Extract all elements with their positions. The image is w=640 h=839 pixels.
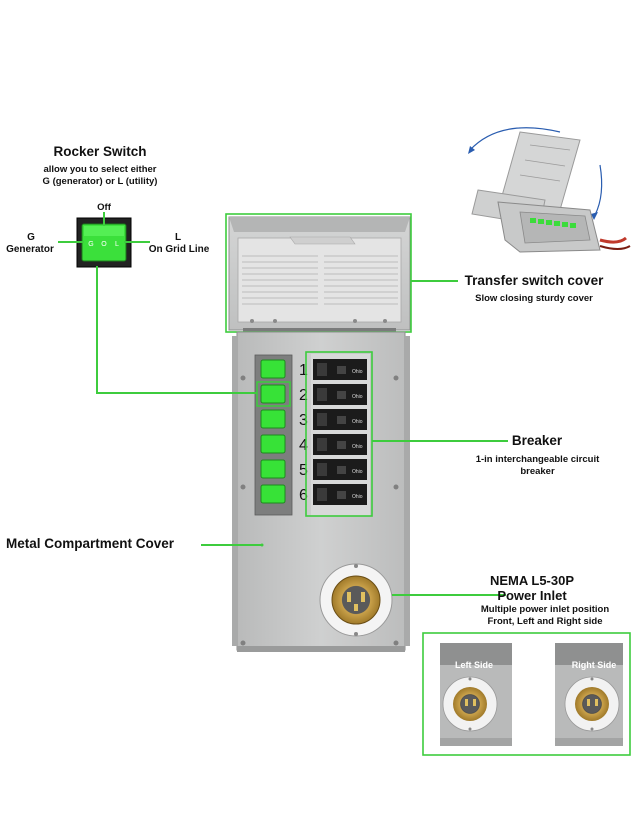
nema-inlet-title-2: Power Inlet bbox=[497, 588, 567, 603]
circuit-number-3: 3 bbox=[299, 412, 308, 429]
svg-text:Ohio: Ohio bbox=[352, 444, 363, 450]
breakers: Ohio Ohio Ohio Ohio Ohio bbox=[305, 351, 373, 517]
nema-inlet-desc-2: Front, Left and Right side bbox=[487, 616, 603, 627]
breaker-3: Ohio bbox=[313, 409, 367, 430]
breaker-desc-1: 1-in interchangeable circuit bbox=[475, 454, 600, 465]
right-side-label: Right Side bbox=[572, 660, 617, 670]
l-label: L bbox=[174, 232, 182, 243]
left-side-view: Left Side bbox=[440, 643, 512, 746]
g-label: G bbox=[27, 232, 35, 243]
svg-text:Ohio: Ohio bbox=[352, 369, 363, 375]
off-label: Off bbox=[97, 202, 111, 213]
breaker-1: Ohio bbox=[313, 359, 367, 380]
breaker-2: Ohio bbox=[313, 384, 367, 405]
svg-text:L: L bbox=[115, 241, 119, 248]
transfer-switch-cover bbox=[228, 216, 411, 332]
breaker-highlight-box bbox=[305, 351, 373, 517]
breaker-6: Ohio bbox=[313, 484, 367, 505]
rocker-switch-desc-2: G (generator) or L (utility) bbox=[42, 176, 158, 187]
nema-inlet-title-1: NEMA L5-30P bbox=[489, 573, 575, 588]
nema-inlet-desc-1: Multiple power inlet position bbox=[480, 604, 610, 615]
transfer-switch-cover-title: Transfer switch cover bbox=[464, 273, 604, 288]
circuit-numbers: 1 2 3 4 5 6 bbox=[299, 362, 308, 504]
circuit-number-2: 2 bbox=[299, 387, 308, 404]
rocker-switch-title: Rocker Switch bbox=[53, 144, 147, 159]
circuit-number-6: 6 bbox=[299, 487, 308, 504]
left-side-label: Left Side bbox=[455, 660, 493, 670]
generator-label: Generator bbox=[6, 244, 54, 255]
transfer-switch-cover-desc: Slow closing sturdy cover bbox=[475, 293, 593, 304]
connector-lines bbox=[96, 266, 508, 596]
panel-rocker-switches bbox=[254, 354, 293, 516]
rocker-switch-closeup: G O L bbox=[58, 212, 150, 268]
power-inlet bbox=[319, 563, 393, 637]
breaker-title: Breaker bbox=[511, 433, 563, 448]
circuit-number-1: 1 bbox=[299, 362, 308, 379]
breaker-4: Ohio bbox=[313, 434, 367, 455]
svg-text:Ohio: Ohio bbox=[352, 469, 363, 475]
svg-text:O: O bbox=[101, 241, 107, 248]
breaker-5: Ohio bbox=[313, 459, 367, 480]
rocker-switch-desc-1: allow you to select either bbox=[43, 164, 157, 175]
circuit-number-4: 4 bbox=[299, 437, 308, 454]
product-thumbnail bbox=[468, 127, 631, 253]
breaker-desc-2: breaker bbox=[520, 466, 555, 477]
metal-compartment-cover-title: Metal Compartment Cover bbox=[6, 536, 175, 551]
svg-text:Ohio: Ohio bbox=[352, 494, 363, 500]
svg-text:Ohio: Ohio bbox=[352, 394, 363, 400]
right-side-view: Right Side bbox=[555, 643, 623, 746]
circuit-number-5: 5 bbox=[299, 462, 308, 479]
svg-text:Ohio: Ohio bbox=[352, 419, 363, 425]
svg-text:G: G bbox=[88, 241, 93, 248]
on-grid-line-label: On Grid Line bbox=[148, 244, 210, 255]
